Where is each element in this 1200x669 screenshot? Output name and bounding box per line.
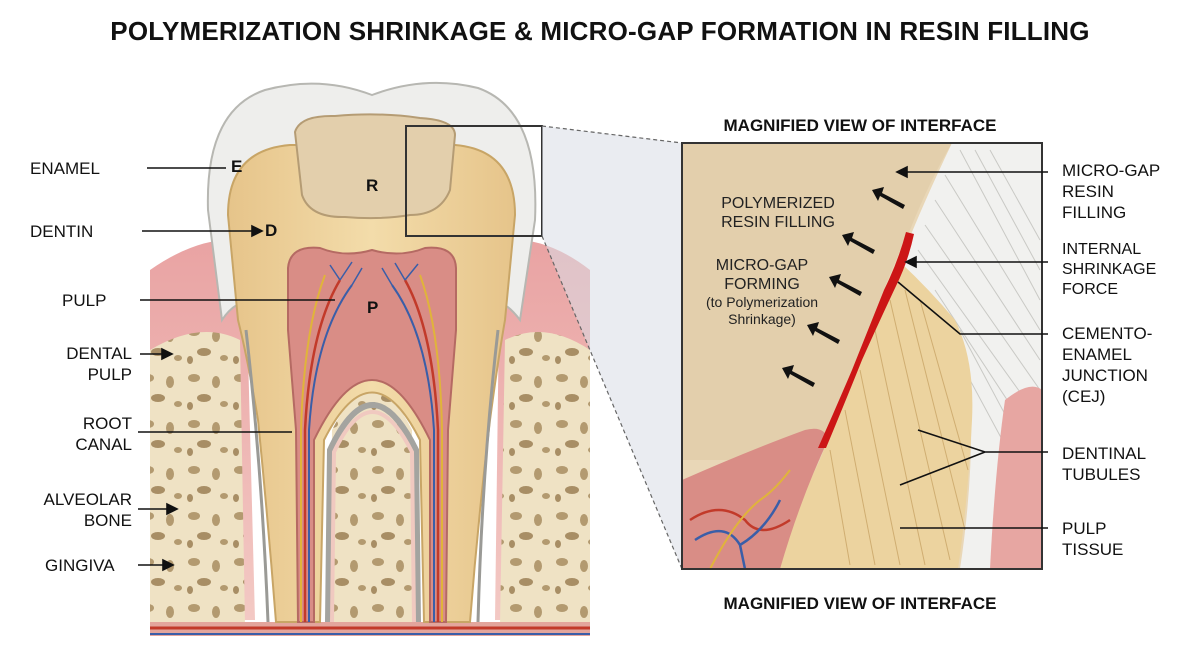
label-gingiva: GINGIVA bbox=[45, 556, 115, 575]
alveolar-bone-right bbox=[500, 332, 590, 625]
resin-filling bbox=[293, 113, 457, 220]
diagram-title: POLYMERIZATION SHRINKAGE & MICRO-GAP FOR… bbox=[110, 16, 1090, 46]
furcation-outline bbox=[325, 402, 421, 623]
magnified-frame bbox=[681, 142, 1043, 570]
pulp-nerve-left bbox=[300, 274, 326, 622]
arrowhead-internal-shrinkage bbox=[904, 255, 917, 269]
label-pulp-tissue-line2: TISSUE bbox=[1062, 540, 1124, 559]
label-cej-line4: (CEJ) bbox=[1062, 387, 1106, 406]
label-tubules-line1: DENTINAL bbox=[1062, 444, 1147, 463]
pulp-nerve-right bbox=[419, 274, 443, 622]
shrinkage-arrow bbox=[782, 365, 815, 387]
inner-label-gap-line4: Shrinkage) bbox=[728, 311, 796, 327]
magnified-heading-top: MAGNIFIED VIEW OF INTERFACE bbox=[723, 116, 997, 135]
marker-p: P bbox=[367, 298, 379, 317]
inner-label-micro-gap-forming: MICRO-GAP FORMING (to Polymerization Shr… bbox=[682, 256, 842, 328]
label-alveolar-bone-line1: ALVEOLAR bbox=[43, 490, 132, 509]
inner-label-gap-line1: MICRO-GAP bbox=[715, 257, 809, 274]
marker-d: D bbox=[265, 221, 278, 240]
magnified-interface bbox=[682, 143, 1042, 569]
arrowhead-alveolar-bone bbox=[166, 502, 179, 516]
leader-dentinal-tubules bbox=[899, 429, 1048, 486]
left-leader-lines bbox=[138, 167, 335, 572]
micro-gap bbox=[818, 232, 914, 448]
magnified-resin bbox=[682, 143, 952, 460]
root-outline-right bbox=[476, 329, 500, 623]
label-cemento-enamel-junction: CEMENTO- ENAMEL JUNCTION (CEJ) bbox=[1062, 323, 1152, 407]
right-leader-lines bbox=[895, 165, 1048, 529]
label-dental-pulp-line2: PULP bbox=[87, 365, 132, 384]
magnification-projection bbox=[542, 126, 682, 569]
label-micro-gap-resin-filling: MICRO-GAP RESIN FILLING bbox=[1062, 160, 1160, 223]
inner-label-gap-line2: FORMING bbox=[724, 276, 800, 293]
inner-label-polymerized-line2: RESIN FILLING bbox=[721, 214, 835, 231]
magnified-pulp-vessel-blue bbox=[694, 499, 782, 569]
label-internal-line3: FORCE bbox=[1062, 281, 1118, 298]
tooth-cross-section bbox=[150, 81, 683, 636]
leader-cej bbox=[897, 281, 1048, 335]
label-micro-gap-line3: FILLING bbox=[1062, 203, 1127, 222]
label-pulp: PULP bbox=[62, 291, 107, 310]
label-internal-line1: INTERNAL bbox=[1062, 241, 1142, 258]
projection-line-top bbox=[541, 125, 683, 144]
label-internal-line2: SHRINKAGE bbox=[1062, 261, 1157, 278]
label-alveolar-bone: ALVEOLAR BONE bbox=[10, 489, 132, 531]
label-root-canal-line1: ROOT bbox=[82, 414, 132, 433]
shrinkage-arrow bbox=[842, 232, 875, 254]
magnified-pulp-vessel-red bbox=[689, 508, 791, 532]
label-root-canal-line2: CANAL bbox=[75, 435, 132, 454]
magnified-heading-bottom: MAGNIFIED VIEW OF INTERFACE bbox=[723, 594, 997, 613]
shrinkage-arrow bbox=[829, 274, 862, 296]
inner-label-polymerized-line1: POLYMERIZED bbox=[721, 195, 835, 212]
arrowhead-dental-pulp bbox=[161, 347, 174, 361]
label-dental-pulp: DENTAL PULP bbox=[20, 343, 132, 385]
shrinkage-arrows bbox=[782, 187, 905, 387]
alveolar-bone-left bbox=[150, 332, 245, 625]
pulp-vessel-blue-left bbox=[308, 284, 353, 622]
label-micro-gap-line1: MICRO-GAP bbox=[1062, 161, 1161, 180]
pulp-branches bbox=[329, 261, 419, 286]
label-micro-gap-line2: RESIN bbox=[1062, 182, 1114, 201]
label-dentin: DENTIN bbox=[30, 222, 94, 241]
magnified-pulp bbox=[682, 428, 828, 569]
furcation-inner bbox=[330, 410, 416, 623]
label-tubules-line2: TUBULES bbox=[1062, 465, 1141, 484]
interradicular-bone bbox=[330, 390, 414, 625]
label-alveolar-bone-line2: BONE bbox=[83, 511, 132, 530]
label-cej-line2: ENAMEL bbox=[1062, 345, 1132, 364]
pulp-vessel-red-left bbox=[303, 279, 342, 622]
label-internal-shrinkage-force: INTERNAL SHRINKAGE FORCE bbox=[1062, 240, 1156, 300]
label-pulp-tissue-line1: PULP bbox=[1062, 519, 1107, 538]
root-outline-left bbox=[244, 329, 270, 623]
label-cej-line3: JUNCTION bbox=[1062, 366, 1148, 385]
label-dental-pulp-line1: DENTAL bbox=[66, 344, 132, 363]
marker-e: E bbox=[231, 157, 243, 176]
arrowhead-gingiva bbox=[162, 558, 175, 572]
marker-r: R bbox=[366, 176, 379, 195]
pulp-vessel-red-right bbox=[403, 279, 440, 622]
inner-label-gap-line3: (to Polymerization bbox=[705, 294, 819, 310]
label-dentinal-tubules: DENTINAL TUBULES bbox=[1062, 443, 1146, 485]
label-pulp-tissue: PULP TISSUE bbox=[1062, 518, 1123, 560]
shrinkage-arrow bbox=[807, 322, 840, 344]
magnified-pulp-nerve bbox=[709, 469, 791, 569]
projection-line-bottom bbox=[541, 235, 683, 570]
arrowhead-dentin bbox=[251, 224, 264, 238]
pulp-vessel-blue-right bbox=[391, 284, 435, 622]
label-enamel: ENAMEL bbox=[30, 159, 100, 178]
arrowhead-micro-gap-resin bbox=[895, 165, 908, 179]
label-cej-line1: CEMENTO- bbox=[1062, 324, 1153, 343]
magnified-dentin bbox=[770, 262, 973, 569]
shrinkage-arrow bbox=[872, 187, 905, 209]
label-root-canal: ROOT CANAL bbox=[20, 413, 132, 455]
magnified-gingiva bbox=[990, 386, 1042, 569]
inner-label-polymerized-resin: POLYMERIZED RESIN FILLING bbox=[688, 194, 868, 232]
